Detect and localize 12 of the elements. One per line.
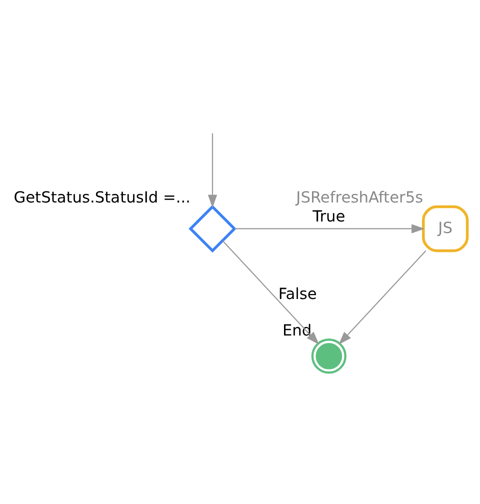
edge-label: True <box>312 206 345 225</box>
node-diamond <box>188 204 236 252</box>
node-circle <box>310 338 346 374</box>
arrow <box>222 240 319 344</box>
node-label: GetStatus.StatusId =... <box>13 188 190 206</box>
arrow <box>338 250 426 344</box>
node-label: JSRefreshAfter5s <box>296 188 423 206</box>
node-label: End <box>282 320 312 339</box>
node-box: JS <box>421 204 468 252</box>
arrow <box>207 132 217 208</box>
edge-label: False <box>278 284 316 303</box>
arrow <box>234 224 424 233</box>
